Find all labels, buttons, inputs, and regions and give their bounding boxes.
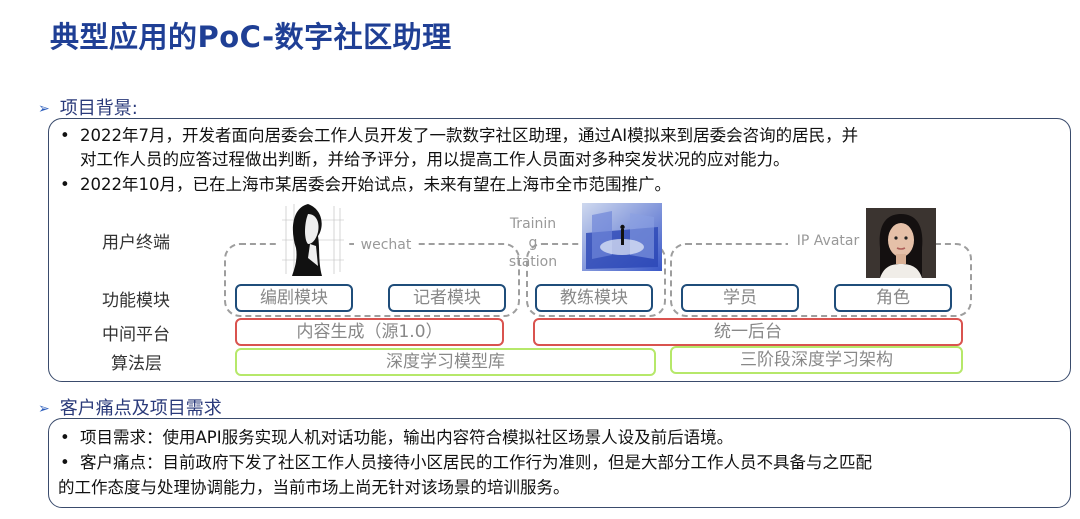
module-reporter: 记者模块 [388, 284, 506, 312]
layer-label-algorithm: 算法层 [111, 354, 162, 374]
bullet-text: 的工作态度与处理协调能力，当前市场上尚无针对该场景的培训服务。 [58, 478, 570, 497]
ip-avatar-label: IP Avatar [788, 232, 868, 251]
wechat-label: wechat [354, 236, 418, 255]
training-label-line-2: g [528, 235, 538, 251]
bullet-text: 2022年10月，已在上海市某居委会开始试点，未来有望在上海市全市范围推广。 [80, 175, 671, 194]
background-bullet-1: • 2022年7月，开发者面向居委会工作人员开发了一款数字社区助理，通过AI模拟… [60, 125, 859, 147]
training-station-image [582, 203, 662, 271]
bullet-dot: • [60, 175, 70, 194]
training-label: Trainin g station [502, 215, 564, 272]
module-screenwriter: 编剧模块 [235, 284, 353, 312]
bullet-text: 客户痛点：目前政府下发了社区工作人员接待小区居民的工作行为准则，但是大部分工作人… [80, 453, 872, 472]
needs-bullet-2: • 客户痛点：目前政府下发了社区工作人员接待小区居民的工作行为准则，但是大部分工… [60, 452, 872, 474]
platform-unified-backend: 统一后台 [533, 318, 963, 346]
needs-heading: ➢ 客户痛点及项目需求 [38, 394, 222, 420]
bullet-text: 对工作人员的应答过程做出判断，并给予评分，用以提高工作人员面对多种突发状况的应对… [80, 150, 790, 169]
needs-bullet-1: • 项目需求：使用API服务实现人机对话功能，输出内容符合模拟社区场景人设及前后… [60, 427, 734, 449]
background-heading: ➢ 项目背景: [38, 94, 138, 120]
background-heading-text: 项目背景: [59, 98, 138, 119]
avatar-portrait-image [866, 208, 936, 278]
background-bullet-1-cont: 对工作人员的应答过程做出判断，并给予评分，用以提高工作人员面对多种突发状况的应对… [80, 149, 790, 171]
module-role: 角色 [834, 284, 952, 312]
training-label-line-1: Trainin [509, 216, 557, 232]
layer-label-terminal: 用户终端 [102, 233, 170, 253]
chevron-right-icon: ➢ [38, 401, 50, 417]
algorithm-three-stage-framework: 三阶段深度学习架构 [670, 346, 963, 374]
bullet-dot: • [60, 126, 70, 145]
needs-box [48, 418, 1071, 508]
chevron-right-icon: ➢ [38, 101, 50, 117]
training-label-line-3: station [508, 254, 558, 270]
sketch-woman-image [278, 200, 346, 276]
layer-label-platform: 中间平台 [102, 325, 170, 345]
bullet-text: 项目需求：使用API服务实现人机对话功能，输出内容符合模拟社区场景人设及前后语境… [80, 428, 734, 447]
module-coach: 教练模块 [535, 284, 653, 312]
needs-heading-text: 客户痛点及项目需求 [59, 398, 222, 419]
module-trainee: 学员 [681, 284, 799, 312]
algorithm-model-library: 深度学习模型库 [235, 348, 656, 376]
bullet-text: 2022年7月，开发者面向居委会工作人员开发了一款数字社区助理，通过AI模拟来到… [80, 126, 859, 145]
bullet-dot: • [60, 428, 70, 447]
background-bullet-2: • 2022年10月，已在上海市某居委会开始试点，未来有望在上海市全市范围推广。 [60, 174, 671, 196]
layer-label-module: 功能模块 [102, 291, 170, 311]
bullet-dot: • [60, 453, 70, 472]
platform-content-generation: 内容生成（源1.0） [235, 318, 504, 346]
needs-bullet-2-cont: 的工作态度与处理协调能力，当前市场上尚无针对该场景的培训服务。 [58, 477, 570, 499]
page-title: 典型应用的PoC-数字社区助理 [50, 20, 452, 54]
